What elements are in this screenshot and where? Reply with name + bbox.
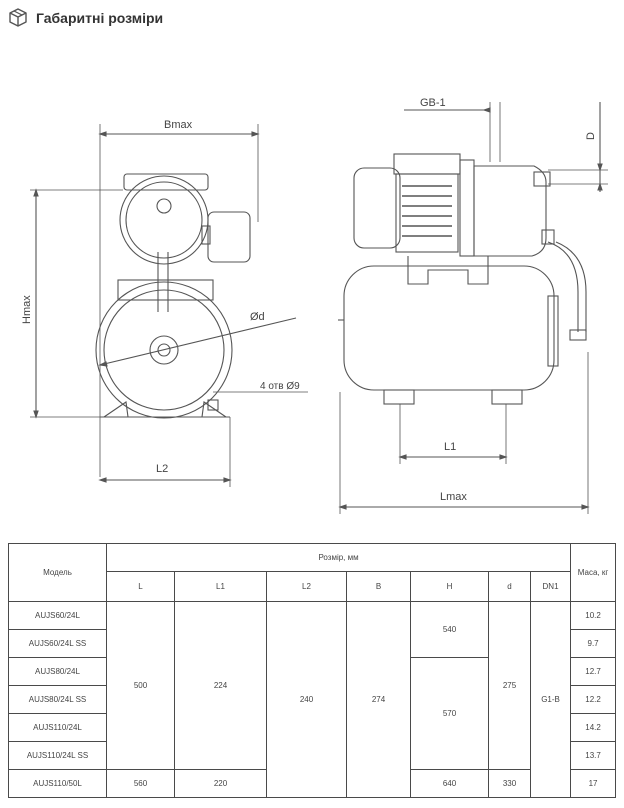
motor-end-cap <box>353 167 401 249</box>
motor-body <box>395 173 459 253</box>
table-row: AUJS60/24L SS 9.7 <box>8 629 617 658</box>
cell-model: AUJS110/24L <box>8 713 107 742</box>
cell-h: 640 <box>410 769 489 798</box>
pump-flange <box>459 159 475 257</box>
cell-model: AUJS60/24L <box>8 601 107 630</box>
pump-base-plate <box>117 279 214 301</box>
tank-front-outer <box>95 281 233 419</box>
page-title: Габаритні розміри <box>36 10 164 26</box>
pump-outlet <box>533 171 551 187</box>
cell-model: AUJS110/24L SS <box>8 741 107 770</box>
cell-d-group: 275 <box>488 601 531 770</box>
cell-l1-group: 224 <box>174 601 267 770</box>
l1-arrows <box>398 454 508 460</box>
diameter-line <box>99 317 297 366</box>
tank-foot-left <box>383 389 415 405</box>
tank-front-inner <box>103 289 225 411</box>
cell-mass: 14.2 <box>570 713 617 742</box>
cell-h-group1: 540 <box>410 601 489 658</box>
header-size: Розмір, мм <box>105 543 572 572</box>
header-col-l2: L2 <box>266 571 347 602</box>
cell-mass: 12.7 <box>570 657 617 686</box>
header-col-d: d <box>488 571 531 602</box>
pump-motor-outer <box>119 175 209 265</box>
cell-l2-all: 240 <box>266 601 347 798</box>
l1-label: L1 <box>444 441 456 453</box>
table-row: AUJS80/24L 570 12.7 <box>8 657 617 770</box>
header-col-h: H <box>410 571 489 602</box>
d-arrows <box>597 163 603 191</box>
package-box-icon <box>9 8 27 27</box>
gb1-arrow <box>482 107 491 113</box>
cell-b-all: 274 <box>346 601 411 798</box>
dimensions-table: Модель Розмір, мм Маса, кг L L1 L2 B H d… <box>8 543 617 798</box>
cell-mass: 17 <box>570 769 617 798</box>
foot-hole <box>207 399 219 411</box>
cell-h-group2: 570 <box>410 657 489 770</box>
table-row: AUJS80/24L SS 12.2 <box>8 685 617 714</box>
pump-mount-bracket <box>407 256 489 285</box>
pump-motor-inner <box>125 181 203 259</box>
bmax-arrows <box>98 131 260 137</box>
tank-feet <box>103 401 227 418</box>
motor-cooling-fins <box>402 185 452 237</box>
hmax-label: Hmax <box>21 295 33 324</box>
pump-drain <box>541 229 555 245</box>
table-row: AUJS60/24L 500 224 240 274 540 275 G1-B … <box>8 601 617 798</box>
header-mass: Маса, кг <box>570 543 617 602</box>
bmax-label: Bmax <box>164 119 193 131</box>
holes-label: 4 отв Ø9 <box>260 381 300 392</box>
table-header-row-1: Модель Розмір, мм Маса, кг <box>8 543 617 602</box>
pump-head-top <box>123 173 209 191</box>
pump-priming-plug <box>156 198 172 214</box>
diameter-label: Ød <box>250 311 265 323</box>
tank-side-body <box>343 265 555 391</box>
pressure-switch-box <box>207 211 251 263</box>
section-header: Габаритні розміри <box>8 6 163 30</box>
tank-connection-inner <box>157 343 171 357</box>
cell-l1: 220 <box>174 769 267 798</box>
cell-d: 330 <box>488 769 531 798</box>
cell-model: AUJS60/24L SS <box>8 629 107 658</box>
lmax-arrows <box>338 504 590 510</box>
cell-l-group: 500 <box>106 601 175 770</box>
cell-dn1-all: G1-B <box>529 601 572 798</box>
hose-fitting <box>569 329 587 341</box>
lmax-label: Lmax <box>440 491 467 503</box>
tank-connection-outer <box>149 335 179 365</box>
cell-model: AUJS80/24L <box>8 657 107 686</box>
header-model: Модель <box>8 543 107 602</box>
pressure-switch-mount <box>201 225 211 245</box>
cell-mass: 13.7 <box>570 741 617 770</box>
d-label: D <box>585 132 597 140</box>
header-col-dn1: DN1 <box>529 571 572 602</box>
gb1-label: GB-1 <box>420 97 446 109</box>
l2-arrows <box>98 477 232 483</box>
pump-housing <box>473 165 547 257</box>
tank-foot-right <box>491 389 523 405</box>
side-hose <box>547 241 587 332</box>
cell-l: 560 <box>106 769 175 798</box>
cell-mass: 12.2 <box>570 685 617 714</box>
header-col-l1: L1 <box>174 571 267 602</box>
cell-mass: 9.7 <box>570 629 617 658</box>
cell-model: AUJS80/24L SS <box>8 685 107 714</box>
dimension-drawing: Bmax Hmax Ød 4 отв Ø9 L2 GB-1 D <box>21 97 608 514</box>
cell-model: AUJS110/50L <box>8 769 107 798</box>
hmax-arrows <box>33 188 39 419</box>
cell-mass: 10.2 <box>570 601 617 630</box>
header-col-b: B <box>346 571 411 602</box>
tank-side-flange <box>547 295 559 367</box>
diameter-arrow <box>98 361 108 367</box>
l2-label: L2 <box>156 463 168 475</box>
table-row: AUJS110/24L SS 13.7 <box>8 741 617 770</box>
table-row: AUJS110/50L 560 220 640 330 17 <box>8 769 617 798</box>
header-col-l: L <box>106 571 175 602</box>
table-row: AUJS110/24L 14.2 <box>8 713 617 742</box>
motor-terminal-box <box>393 153 461 175</box>
